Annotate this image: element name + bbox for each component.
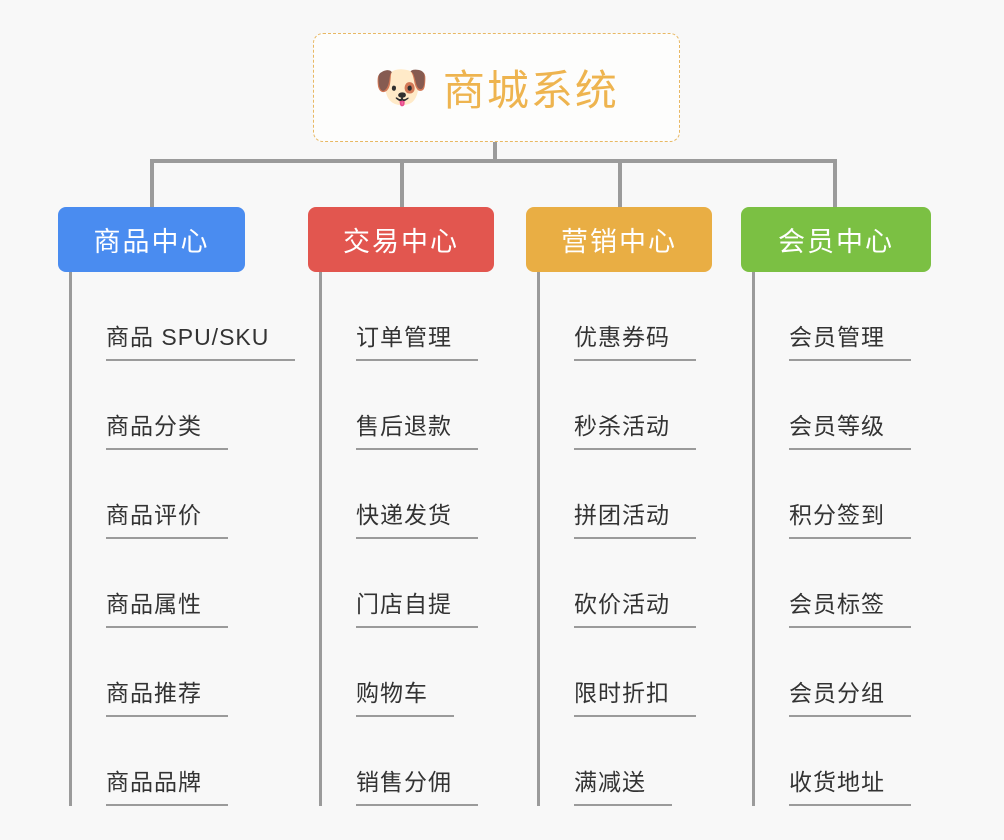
leaf-label: 商品推荐 [106,682,228,717]
list-item[interactable]: 会员等级 [755,361,931,450]
list-item[interactable]: 快递发货 [322,450,494,539]
list-item[interactable]: 商品评价 [72,450,295,539]
leaf-label: 拼团活动 [574,504,696,539]
category-header-2[interactable]: 营销中心 [526,207,712,272]
leaf-label: 售后退款 [356,415,478,450]
leaf-label: 会员管理 [789,326,911,361]
leaf-label: 限时折扣 [574,682,696,717]
leaf-label: 会员分组 [789,682,911,717]
list-item[interactable]: 销售分佣 [322,717,494,806]
category-header-0[interactable]: 商品中心 [58,207,245,272]
connector-drop-3 [833,159,837,207]
leaf-label: 满减送 [574,771,672,806]
leaf-label: 商品 SPU/SKU [106,326,296,361]
list-item[interactable]: 满减送 [540,717,712,806]
leaf-label: 会员等级 [789,415,911,450]
leaf-list-0: 商品 SPU/SKU 商品分类 商品评价 商品属性 商品推荐 商品品牌 [69,272,296,806]
category-header-label-3: 会员中心 [778,227,894,257]
list-item[interactable]: 会员标签 [755,539,931,628]
connector-drop-0 [150,159,154,207]
connector-drop-2 [618,159,622,207]
list-item[interactable]: 拼团活动 [540,450,712,539]
list-item[interactable]: 收货地址 [755,717,931,806]
leaf-label: 快递发货 [356,504,478,539]
category-header-1[interactable]: 交易中心 [308,207,494,272]
leaf-label: 秒杀活动 [574,415,696,450]
list-item[interactable]: 门店自提 [322,539,494,628]
leaf-list-2: 优惠券码 秒杀活动 拼团活动 砍价活动 限时折扣 满减送 [537,272,712,806]
list-item[interactable]: 会员分组 [755,628,931,717]
connector-trunk [493,142,497,163]
root-node-title: 商城系统 [442,67,619,114]
leaf-label: 订单管理 [356,326,478,361]
leaf-label: 商品分类 [106,415,228,450]
list-item[interactable]: 优惠券码 [540,272,712,361]
list-item[interactable]: 积分签到 [755,450,931,539]
category-header-label-2: 营销中心 [561,227,677,257]
leaf-label: 优惠券码 [574,326,696,361]
leaf-label: 购物车 [356,682,454,717]
category-header-3[interactable]: 会员中心 [741,207,931,272]
list-item[interactable]: 商品属性 [72,539,295,628]
list-item[interactable]: 会员管理 [755,272,931,361]
category-header-label-0: 商品中心 [93,227,210,257]
connector-horizontal-bar [150,159,837,163]
list-item[interactable]: 商品推荐 [72,628,295,717]
list-item[interactable]: 砍价活动 [540,539,712,628]
leaf-label: 积分签到 [789,504,911,539]
leaf-label: 收货地址 [789,771,911,806]
leaf-list-1: 订单管理 售后退款 快递发货 门店自提 购物车 销售分佣 [319,272,494,806]
branch-column-2: 营销中心 优惠券码 秒杀活动 拼团活动 砍价活动 限时折扣 满减送 [526,207,712,806]
category-header-label-1: 交易中心 [343,227,459,257]
branch-column-3: 会员中心 会员管理 会员等级 积分签到 会员标签 会员分组 收货地址 [741,207,931,806]
leaf-label: 会员标签 [789,593,911,628]
dog-face-icon: 🐶 [374,62,429,112]
leaf-label: 砍价活动 [574,593,696,628]
branch-column-1: 交易中心 订单管理 售后退款 快递发货 门店自提 购物车 销售分佣 [308,207,494,806]
root-node-shop-system[interactable]: 🐶 商城系统 [313,33,680,142]
leaf-list-3: 会员管理 会员等级 积分签到 会员标签 会员分组 收货地址 [752,272,931,806]
list-item[interactable]: 商品品牌 [72,717,295,806]
list-item[interactable]: 购物车 [322,628,494,717]
list-item[interactable]: 商品分类 [72,361,295,450]
list-item[interactable]: 限时折扣 [540,628,712,717]
leaf-label: 商品属性 [106,593,228,628]
list-item[interactable]: 商品 SPU/SKU [72,272,296,361]
leaf-label: 商品品牌 [106,771,228,806]
connector-drop-1 [400,159,404,207]
list-item[interactable]: 售后退款 [322,361,494,450]
leaf-label: 门店自提 [356,593,478,628]
list-item[interactable]: 秒杀活动 [540,361,712,450]
leaf-label: 商品评价 [106,504,228,539]
branch-column-0: 商品中心 商品 SPU/SKU 商品分类 商品评价 商品属性 商品推荐 商品品牌 [58,207,296,806]
leaf-label: 销售分佣 [356,771,478,806]
list-item[interactable]: 订单管理 [322,272,494,361]
